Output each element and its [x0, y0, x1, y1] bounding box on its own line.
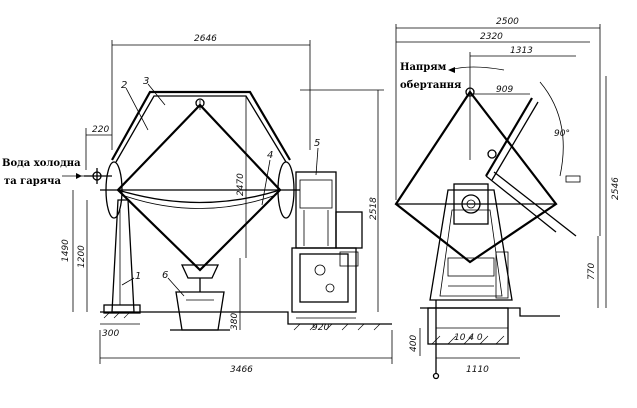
side-vessel [394, 90, 558, 264]
dim-side-1040: 10 4 0 [454, 333, 483, 343]
dim-side-2320: 2320 [480, 32, 503, 42]
part-number-4: 4 [267, 150, 273, 161]
left-stand [103, 199, 141, 314]
water-arrow-icon [76, 173, 82, 179]
dim-tilt-angle: 90° [554, 129, 570, 139]
rotation-arrow-icon [448, 67, 455, 73]
dim-motor-base: 920 [312, 323, 329, 333]
part-number-3: 3 [143, 76, 149, 87]
floor-line-side [420, 307, 560, 317]
dim-left-height: 1490 [61, 239, 71, 262]
dim-side-height: 2546 [611, 177, 621, 200]
part-number-1: 1 [135, 271, 141, 282]
front-dimension-lines [72, 40, 393, 364]
side-dimension-lines [395, 24, 607, 359]
tilt-arm [485, 97, 581, 237]
right-stand [291, 171, 363, 313]
water-inlet-pipe [62, 168, 112, 184]
double-cone-vessel [116, 98, 282, 272]
water-label-line1: Вода холодна [2, 158, 81, 169]
dim-side-1110: 1110 [466, 365, 489, 375]
water-label-line2: та гаряча [4, 176, 61, 187]
dim-pipe-offset: 220 [92, 125, 109, 135]
trunnion-flanges [100, 161, 300, 219]
dim-overall-height: 2518 [369, 197, 379, 220]
part-number-6: 6 [162, 270, 168, 281]
side-view: Напрям обертання 90° 2500 2320 1313 909 … [394, 17, 621, 380]
discharge-cart [170, 264, 230, 331]
dim-side-770: 770 [587, 263, 597, 280]
dim-base-left: 300 [102, 329, 119, 339]
rotation-arrow [449, 66, 505, 71]
dim-side-909: 909 [496, 85, 513, 95]
tilt-angle-arc [539, 81, 564, 177]
dim-side-1313: 1313 [510, 46, 533, 56]
rotation-label-line1: Напрям [400, 62, 447, 73]
dim-side-400: 400 [409, 335, 419, 352]
dim-axis-height: 1200 [77, 245, 87, 268]
dim-base-depth: 380 [230, 313, 240, 330]
foundation [427, 307, 509, 345]
side-stand [429, 183, 513, 301]
front-view: 2 3 4 5 1 6 Вода холодна та гаряча [2, 34, 393, 375]
floor-line-front [100, 311, 392, 325]
part-number-leaders [121, 83, 319, 297]
hoop-frame-inner [115, 95, 287, 163]
hoop-frame [111, 90, 291, 161]
dim-side-overall: 2500 [496, 17, 519, 27]
rotation-label-line2: обертання [400, 80, 462, 91]
floor-hatching-side [431, 335, 505, 345]
part-number-2: 2 [121, 80, 127, 91]
dim-overall-length: 3466 [230, 365, 253, 375]
dim-overall-width: 2646 [194, 34, 217, 44]
part-number-5: 5 [314, 138, 320, 149]
dim-vessel-height: 2470 [236, 173, 246, 196]
floor-hatching-front [103, 311, 381, 331]
